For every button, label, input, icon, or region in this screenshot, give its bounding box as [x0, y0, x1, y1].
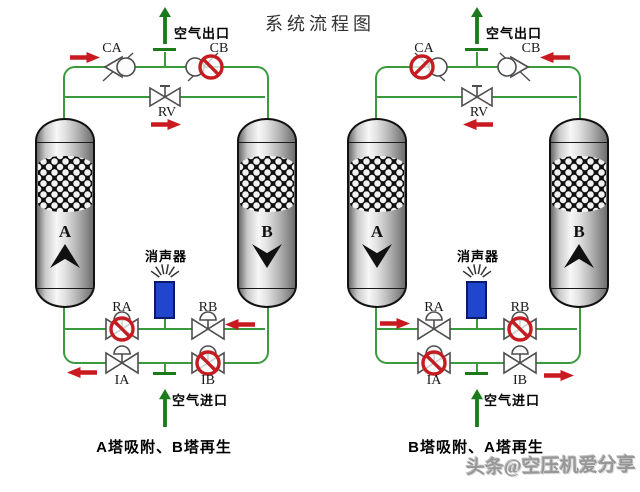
- diagram-b-adsorb-a-regen: 空气出口空气进口 消声器 A B CA CB RV RA RB IA IB B塔吸附、A塔再生: [316, 0, 636, 470]
- muffler-body: [466, 281, 487, 319]
- air-outlet-label: 空气出口: [486, 26, 543, 41]
- tower-desiccant-bed: [350, 156, 404, 212]
- muffler-label: 消声器: [456, 249, 499, 264]
- tower-top-seam: [349, 142, 405, 143]
- pipe-muffler-stem: [476, 318, 478, 329]
- valve-ra-open: [412, 307, 456, 351]
- muffler-exhaust-icon: [460, 261, 494, 286]
- valve-ca-open: [96, 45, 140, 89]
- tower-desiccant-bed: [240, 156, 294, 212]
- muffler-exhaust-icon: [148, 261, 182, 286]
- pipe-top-loop: [375, 66, 581, 120]
- tower-desiccant-bed: [38, 156, 92, 212]
- watermark: 头条@空压机爱分享: [465, 454, 636, 479]
- valve-rb-label: RB: [198, 300, 218, 315]
- air-outlet-port: [153, 48, 176, 51]
- valve-cb-label: CB: [209, 41, 229, 56]
- air-inlet-arrow-icon: [159, 389, 171, 427]
- pipe-bottom-loop: [63, 307, 269, 364]
- air-outlet-port: [465, 48, 488, 51]
- valve-ib-closed: [186, 341, 230, 385]
- diagram-caption: A塔吸附、B塔再生: [96, 439, 232, 456]
- tower-b: B: [237, 118, 297, 308]
- tower-flow-up-icon: [564, 244, 594, 268]
- valve-ib-label: IB: [513, 373, 527, 388]
- flow-arrow-rv: [463, 119, 493, 130]
- muffler-label: 消声器: [144, 249, 187, 264]
- pipe-bottom-loop: [375, 307, 581, 364]
- pipe-regen-line: [375, 328, 577, 330]
- tower-bottom-seam: [551, 288, 607, 289]
- tower-top-seam: [239, 142, 295, 143]
- valve-ra-label: RA: [424, 300, 444, 315]
- tower-flow-up-icon: [50, 244, 80, 268]
- air-inlet-arrow-icon: [471, 389, 483, 427]
- valve-rv-label: RV: [469, 105, 489, 120]
- tower-flow-down-icon: [362, 244, 392, 268]
- tower-letter: A: [370, 222, 384, 241]
- valve-cb-closed: [181, 45, 225, 89]
- tower-a: A: [347, 118, 407, 308]
- tower-top-seam: [37, 142, 93, 143]
- pipe-regen-line: [63, 328, 265, 330]
- tower-a: A: [35, 118, 95, 308]
- valve-rb-label: RB: [510, 300, 530, 315]
- flow-arrow-rv: [151, 119, 181, 130]
- valve-rb-open: [186, 307, 230, 351]
- air-inlet-port: [153, 372, 176, 375]
- flow-arrow-top-right: [540, 52, 570, 63]
- tower-b: B: [549, 118, 609, 308]
- flow-arrow-inlet-left: [67, 367, 97, 378]
- page-title: 系统流程图: [265, 14, 375, 34]
- pipe-muffler-stem: [164, 318, 166, 329]
- valve-cb-open: [493, 45, 537, 89]
- pipe-outlet-stem: [164, 52, 166, 67]
- tower-letter: A: [58, 222, 72, 241]
- valve-rv-label: RV: [157, 105, 177, 120]
- valve-ib-open: [498, 341, 542, 385]
- valve-ra-closed: [100, 307, 144, 351]
- valve-ia-closed: [412, 341, 456, 385]
- pipe-outlet-stem: [476, 52, 478, 67]
- air-inlet-port: [465, 372, 488, 375]
- air-inlet-label: 空气进口: [484, 393, 541, 408]
- flow-arrow-top-left: [70, 52, 100, 63]
- pipe-inlet-stem: [164, 363, 166, 375]
- valve-ca-closed: [408, 45, 452, 89]
- valve-ca-label: CA: [102, 41, 122, 56]
- pipe-top-loop: [63, 66, 269, 120]
- pipe-inlet-stem: [476, 363, 478, 375]
- tower-letter: B: [573, 222, 585, 241]
- diagram-caption: B塔吸附、A塔再生: [408, 439, 544, 456]
- valve-ia-open: [100, 341, 144, 385]
- tower-desiccant-bed: [552, 156, 606, 212]
- tower-top-seam: [551, 142, 607, 143]
- valve-rb-closed: [498, 307, 542, 351]
- tower-bottom-seam: [37, 288, 93, 289]
- air-outlet-arrow-icon: [471, 7, 483, 44]
- flow-arrow-regen-left: [380, 318, 410, 329]
- muffler-body: [154, 281, 175, 319]
- diagram-a-adsorb-b-regen: 空气出口空气进口 消声器 A B CA CB RV RA RB IA IB A塔吸附、B塔再生: [4, 0, 324, 470]
- air-outlet-arrow-icon: [159, 7, 171, 44]
- air-outlet-label: 空气出口: [174, 26, 231, 41]
- tower-bottom-seam: [239, 288, 295, 289]
- valve-rv-open: [455, 75, 499, 119]
- valve-rv-open: [143, 75, 187, 119]
- valve-ib-label: IB: [201, 373, 215, 388]
- tower-letter: B: [261, 222, 273, 241]
- tower-bottom-seam: [349, 288, 405, 289]
- flow-arrow-inlet-right: [544, 370, 574, 381]
- valve-ia-label: IA: [426, 373, 442, 388]
- valve-ca-label: CA: [414, 41, 434, 56]
- flow-arrow-regen-right: [225, 319, 255, 330]
- air-inlet-label: 空气进口: [172, 393, 229, 408]
- valve-ia-label: IA: [114, 373, 130, 388]
- valve-ra-label: RA: [112, 300, 132, 315]
- valve-cb-label: CB: [521, 41, 541, 56]
- tower-flow-down-icon: [252, 244, 282, 268]
